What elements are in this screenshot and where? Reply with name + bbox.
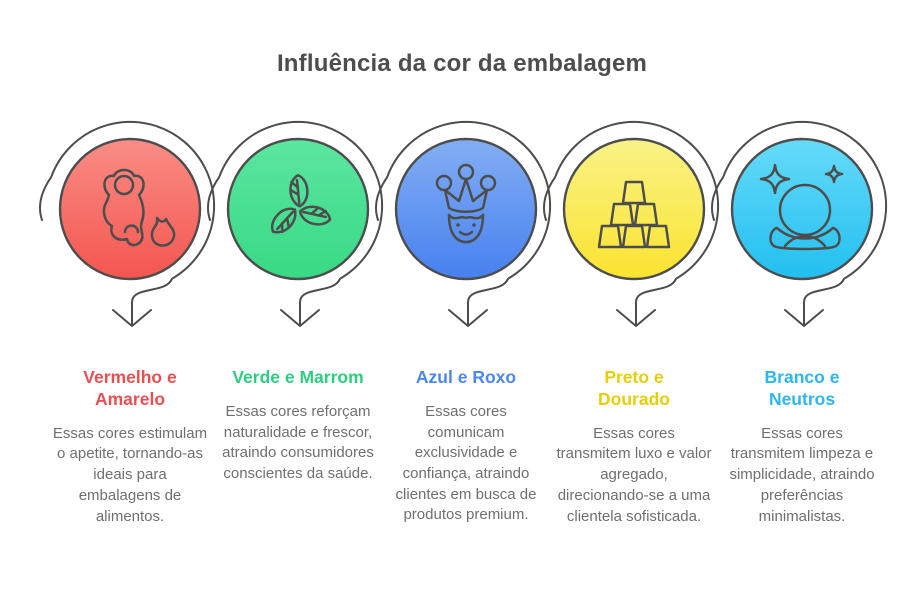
color-circle — [394, 137, 538, 281]
item-description: Essas cores transmitem luxo e valor agre… — [556, 424, 712, 525]
item-branco-neutros: Branco e Neutros Essas cores transmitem … — [711, 82, 888, 527]
item-description: Essas cores reforçam naturalidade e fres… — [222, 402, 374, 482]
king-icon — [435, 163, 497, 244]
item-azul-roxo: Azul e Roxo Essas cores comunicam exclus… — [375, 82, 552, 527]
shiny-pearl-icon — [759, 163, 844, 251]
swirl-arrow — [543, 120, 720, 326]
color-circle — [730, 137, 874, 281]
color-circle — [226, 137, 370, 281]
swirl-arrow — [39, 120, 216, 326]
swirl-arrow — [711, 120, 888, 326]
stacked-cups-icon — [597, 180, 671, 249]
circle-graphic-azul — [375, 120, 552, 327]
arrow-head-icon — [112, 309, 152, 327]
circle-graphic-verde — [207, 120, 384, 327]
circle-graphic-preto — [543, 120, 720, 327]
color-circle — [58, 137, 202, 281]
item-vermelho-amarelo: Vermelho e Amarelo Essas cores estimulam… — [39, 82, 216, 527]
circle-graphic-vermelho — [39, 120, 216, 327]
drumstick-flame-icon — [102, 168, 176, 247]
item-heading: Verde e Marrom — [232, 367, 364, 387]
item-description: Essas cores estimulam o apetite, tornand… — [52, 424, 208, 525]
arrow-head-icon — [784, 309, 824, 327]
item-verde-marrom: Verde e Marrom Essas cores reforçam natu… — [207, 82, 384, 527]
item-heading: Branco e Neutros — [764, 367, 840, 409]
swirl-arrow — [375, 120, 552, 326]
item-heading: Preto e Dourado — [598, 367, 670, 409]
item-description: Essas cores transmitem limpeza e simplic… — [729, 424, 875, 525]
arrow-head-icon — [448, 309, 488, 327]
item-preto-dourado: Preto e Dourado Essas cores transmitem l… — [543, 82, 720, 527]
page-title: Influência da cor da embalagem — [276, 50, 648, 77]
items-row: Vermelho e Amarelo Essas cores estimulam… — [0, 82, 924, 527]
item-heading: Vermelho e Amarelo — [83, 367, 177, 409]
arrow-head-icon — [280, 309, 320, 327]
leaves-icon — [270, 174, 332, 234]
item-description: Essas cores comunicam exclusividade e co… — [395, 402, 537, 524]
swirl-arrow — [207, 120, 384, 326]
color-circle — [562, 137, 706, 281]
arrow-head-icon — [616, 309, 656, 327]
circle-graphic-branco — [711, 120, 888, 327]
item-heading: Azul e Roxo — [415, 367, 517, 387]
